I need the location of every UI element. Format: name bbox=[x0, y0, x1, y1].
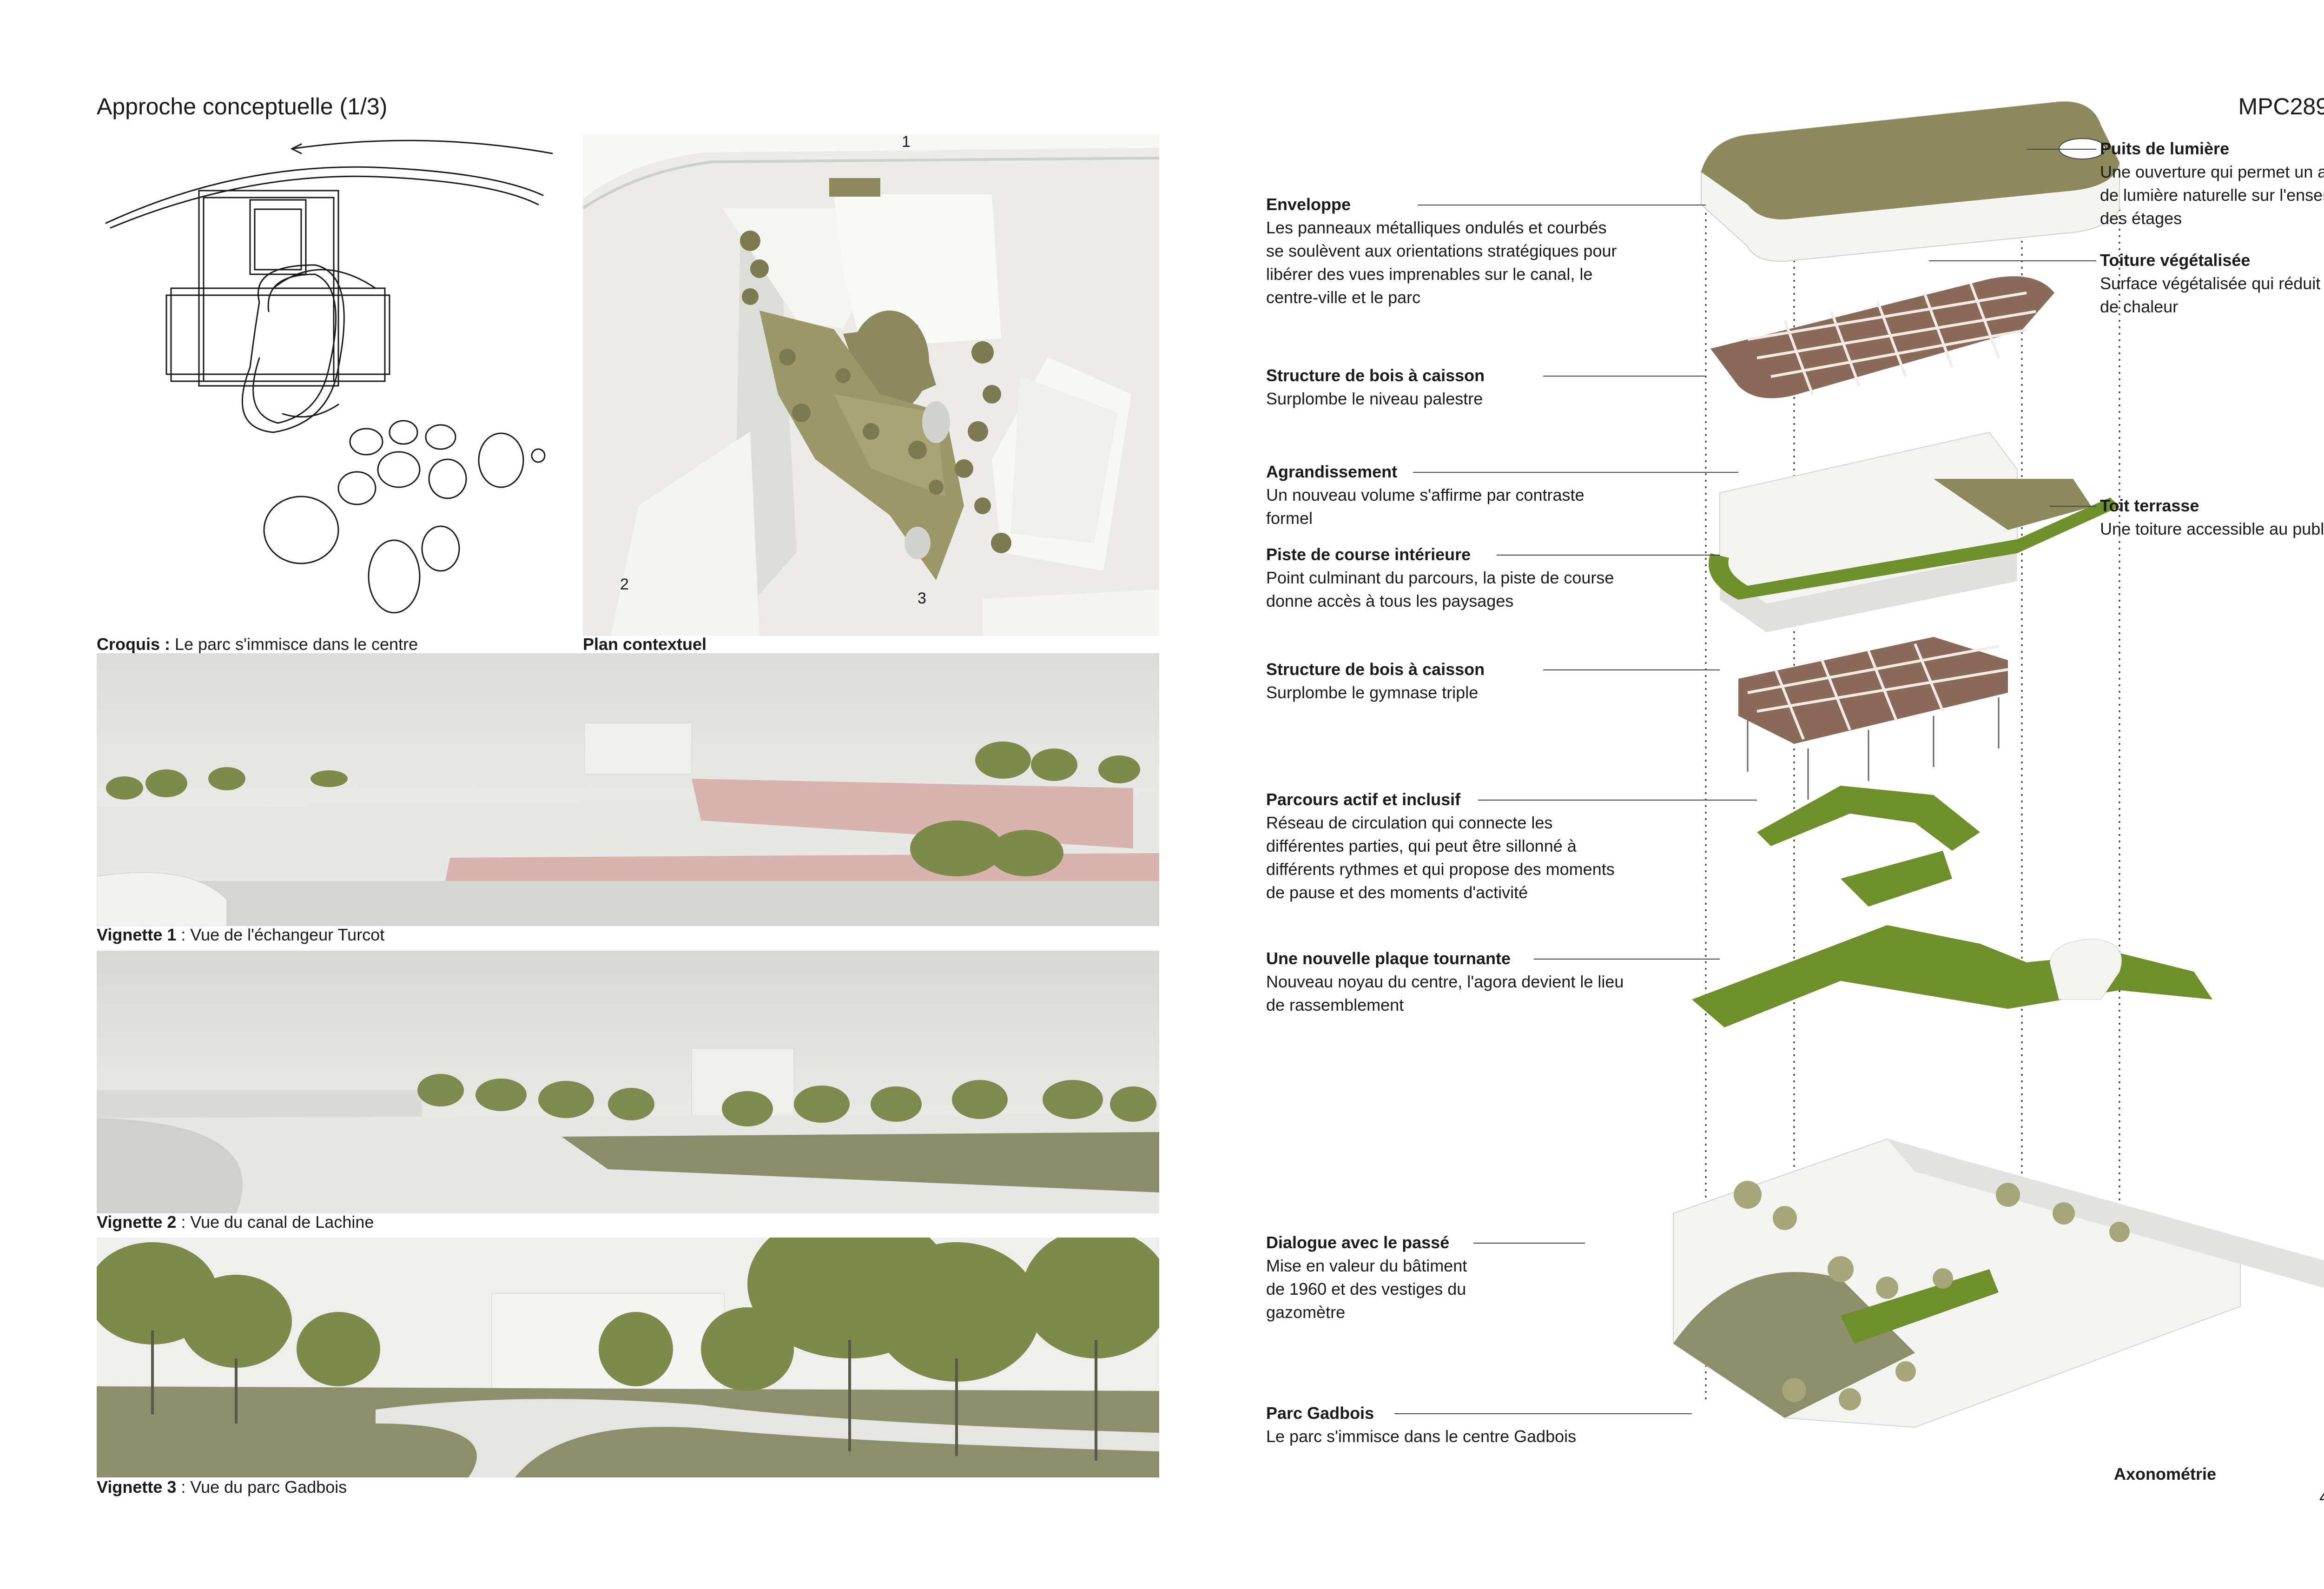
sketch-caption: Croquis : Le parc s'immisce dans le cent… bbox=[97, 635, 418, 654]
plan-marker-1: 1 bbox=[902, 134, 911, 151]
axonometry-caption: Axonométrie bbox=[2114, 1464, 2217, 1483]
plan-marker-3: 3 bbox=[918, 589, 926, 607]
vignette-1-render bbox=[97, 653, 1159, 926]
page-title: Approche conceptuelle (1/3) bbox=[97, 93, 388, 119]
leader-puits bbox=[2027, 149, 2096, 150]
leader-piste bbox=[1497, 555, 1720, 556]
leader-agrandissement bbox=[1413, 472, 1738, 473]
vignette-3-caption: Vignette 3 : Vue du parc Gadbois bbox=[97, 1477, 347, 1496]
plan-caption: Plan contextuel bbox=[583, 635, 707, 654]
vignette-3-render bbox=[97, 1238, 1159, 1477]
vignette-2-render bbox=[97, 951, 1159, 1213]
leader-toiture bbox=[1929, 260, 2096, 261]
exploded-axonometry bbox=[1655, 88, 2324, 1529]
leader-dialogue bbox=[1473, 1243, 1585, 1244]
page-number: 4 bbox=[2319, 1488, 2324, 1508]
leader-parc bbox=[1394, 1413, 1692, 1414]
context-plan: 1 2 3 bbox=[583, 134, 1159, 636]
leader-terrasse bbox=[2050, 506, 2096, 507]
plan-marker-2: 2 bbox=[620, 576, 629, 593]
vignette-1-caption: Vignette 1 : Vue de l'échangeur Turcot bbox=[97, 925, 385, 944]
concept-sketch bbox=[97, 135, 561, 628]
project-code: MPC289 bbox=[2238, 93, 2324, 119]
leader-structure-2 bbox=[1543, 669, 1720, 670]
leader-plaque bbox=[1534, 959, 1720, 960]
leader-parcours bbox=[1478, 800, 1757, 801]
vignette-2-caption: Vignette 2 : Vue du canal de Lachine bbox=[97, 1212, 374, 1231]
leader-structure-1 bbox=[1543, 376, 1706, 377]
